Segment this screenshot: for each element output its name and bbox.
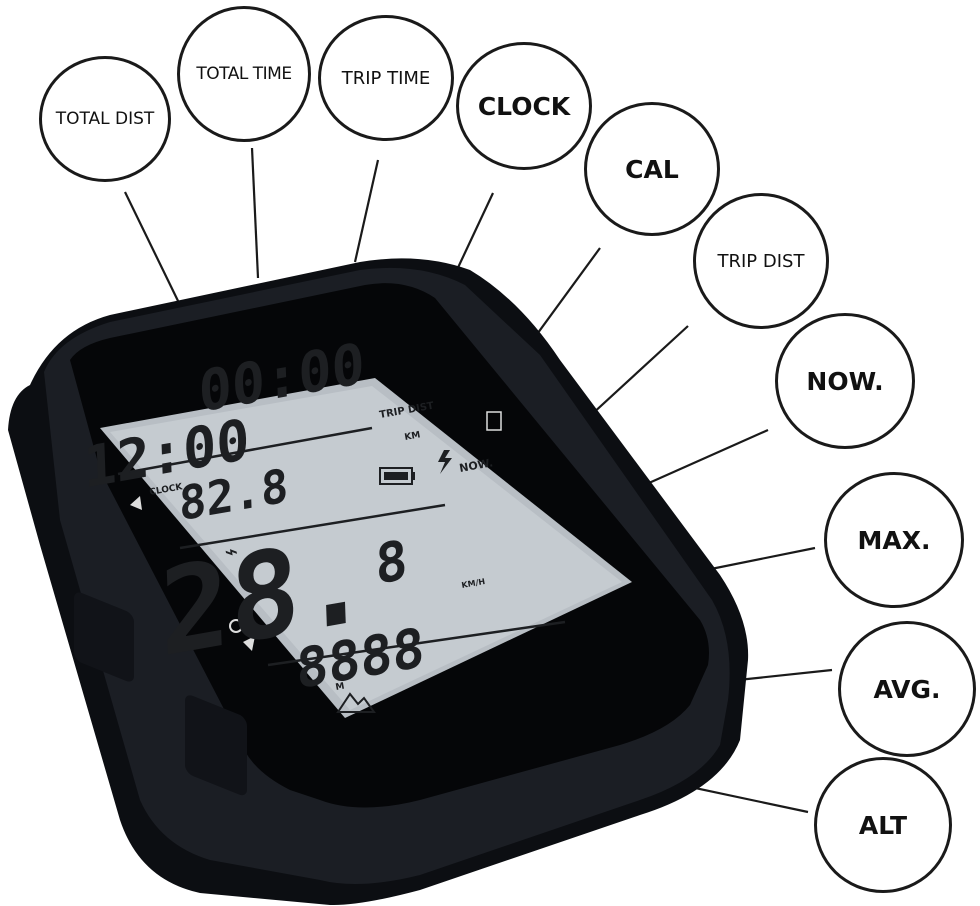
up-arrow-icon [130, 496, 142, 510]
mountain-icon [336, 692, 376, 713]
callout-total-dist: TOTAL DIST [39, 56, 171, 182]
callout-trip-time: TRIP TIME [318, 15, 454, 141]
lcd-screen: ⌁ [100, 378, 632, 718]
leader-line [695, 546, 816, 574]
callout-label: NOW. [806, 366, 884, 396]
callout-label: TOTAL DIST [55, 109, 155, 129]
lap-icon [486, 411, 502, 431]
callout-label: TRIP DIST [717, 250, 805, 272]
leader-line [250, 147, 260, 279]
bolt-icon [438, 450, 452, 474]
callout-label: MAX. [857, 525, 931, 555]
now-label: NOW. [458, 456, 494, 475]
callout-max: MAX. [824, 472, 964, 608]
leader-line [124, 191, 181, 306]
side-button-upper [74, 592, 134, 682]
callout-alt: ALT [814, 757, 952, 893]
callout-cal: CAL [584, 102, 720, 236]
callout-label: CLOCK [477, 91, 571, 121]
callout-label: TOTAL TIME [196, 64, 292, 84]
callout-label: AVG. [873, 674, 941, 704]
callout-avg: AVG. [838, 621, 976, 757]
side-button-lower [185, 695, 247, 796]
callout-label: ALT [858, 810, 908, 840]
alt-unit: M [335, 682, 346, 693]
callout-label: TRIP TIME [341, 67, 431, 89]
speed-unit: KM/H [461, 577, 486, 590]
callout-trip-dist: TRIP DIST [693, 193, 829, 329]
leader-line [737, 668, 833, 682]
speed-decimal: 8 [374, 528, 408, 597]
callout-total-time: TOTAL TIME [177, 6, 311, 142]
power-icon [229, 619, 243, 633]
km-label: KM [404, 430, 421, 443]
gps-icon: ⌁ [223, 539, 240, 566]
callout-clock: CLOCK [456, 42, 592, 170]
callout-now: NOW. [775, 313, 915, 449]
callout-label: CAL [625, 154, 679, 184]
down-arrow-icon [243, 636, 255, 651]
leader-line [353, 159, 380, 263]
